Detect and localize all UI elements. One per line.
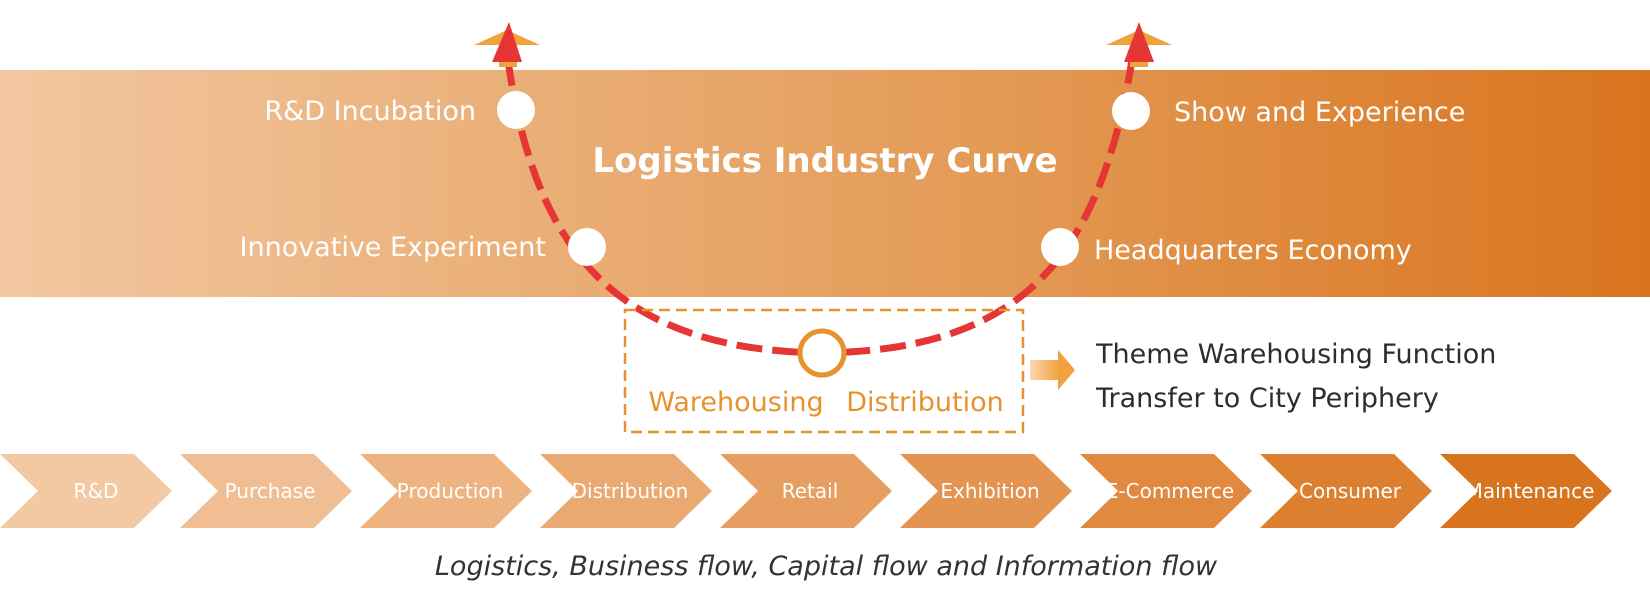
chain-step	[1080, 454, 1252, 528]
transfer-note-line2: Transfer to City Periphery	[1095, 383, 1439, 414]
transfer-arrow-icon	[1030, 350, 1075, 390]
chain-step-label: Purchase	[225, 479, 316, 503]
value-chain: R&D Purchase Production Distribution Retail E…	[0, 454, 1612, 528]
chain-step-label: Production	[397, 479, 503, 503]
label-warehousing: Warehousing	[648, 387, 823, 418]
chain-step-label: E-Commerce	[1106, 479, 1234, 503]
chain-step	[1260, 454, 1432, 528]
chain-step	[900, 454, 1072, 528]
chain-step	[1440, 454, 1612, 528]
chain-step	[540, 454, 712, 528]
chain-step-label: Distribution	[572, 479, 689, 503]
node-warehousing-distribution	[797, 328, 847, 378]
node-show-experience	[1112, 92, 1150, 130]
node-innovative-experiment	[568, 228, 606, 266]
label-distribution: Distribution	[846, 387, 1004, 418]
node-rd-incubation	[497, 91, 535, 129]
chain-step-label: R&D	[74, 479, 119, 503]
label-rd-incubation: R&D Incubation	[264, 96, 476, 127]
warehousing-box	[623, 308, 1025, 434]
chain-step-label: Consumer	[1299, 479, 1402, 503]
chain-step-label: Maintenance	[1466, 479, 1595, 503]
label-innovative-experiment: Innovative Experiment	[240, 232, 547, 263]
footer-caption: Logistics, Business flow, Capital flow a…	[435, 551, 1218, 582]
chain-step	[180, 454, 352, 528]
transfer-note-line1: Theme Warehousing Function	[1095, 339, 1496, 370]
chain-step-label: Retail	[782, 479, 839, 503]
label-headquarters-economy: Headquarters Economy	[1094, 235, 1412, 266]
curve-band	[0, 70, 1650, 297]
left-up-arrow-icon	[474, 22, 540, 67]
chain-step	[720, 454, 892, 528]
chain-step-label: Exhibition	[940, 479, 1039, 503]
label-show-experience: Show and Experience	[1174, 97, 1465, 128]
diagram-title: Logistics Industry Curve	[592, 141, 1057, 181]
node-headquarters-economy	[1041, 228, 1079, 266]
right-up-arrow-icon	[1106, 22, 1172, 67]
chain-step	[360, 454, 532, 528]
chain-step	[0, 454, 172, 528]
